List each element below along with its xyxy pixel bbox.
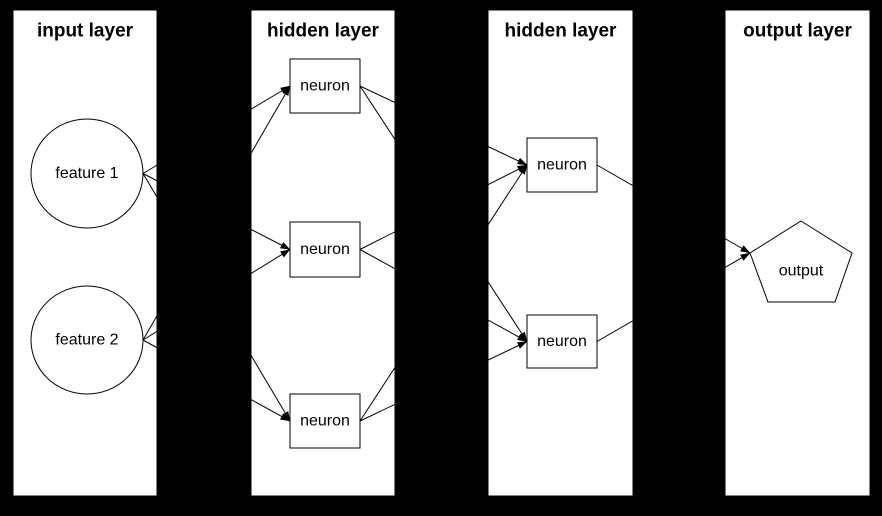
edge-h1n3-h2n2 — [359, 341, 528, 422]
node-label-h1n2: neuron — [300, 241, 350, 258]
edge-feature2-h1n1 — [142, 85, 291, 341]
panel-title-hidden-layer-2: hidden layer — [505, 21, 618, 42]
node-h2n1 — [526, 137, 598, 193]
node-output — [749, 220, 853, 303]
node-label-h1n3: neuron — [300, 413, 350, 430]
panel-title-hidden-layer-1: hidden layer — [267, 21, 380, 42]
edge-h2n1-output — [596, 164, 751, 254]
node-h1n3 — [289, 393, 361, 449]
edge-feature2-h1n3 — [142, 339, 291, 422]
node-h1n1 — [289, 58, 361, 114]
node-h2n2 — [526, 314, 598, 369]
panel-input-layer — [12, 9, 158, 497]
edge-h2n2-output — [596, 252, 751, 342]
node-label-feature1: feature 1 — [55, 165, 118, 182]
node-feature2 — [30, 285, 144, 395]
node-label-h2n2: neuron — [537, 333, 587, 350]
panel-hidden-layer-2 — [487, 9, 634, 497]
edge-feature1-h1n3 — [142, 173, 291, 422]
panel-title-input-layer: input layer — [37, 21, 134, 42]
edge-h1n3-h2n1 — [359, 164, 528, 422]
edge-h1n2-h2n1 — [359, 164, 528, 250]
node-label-h2n1: neuron — [537, 157, 587, 174]
panel-title-output-layer: output layer — [743, 21, 852, 42]
edge-h1n1-h2n2 — [359, 85, 528, 342]
node-label-feature2: feature 2 — [55, 332, 118, 349]
node-label-output: output — [779, 263, 824, 280]
edge-h1n2-h2n2 — [359, 249, 528, 342]
node-label-h1n1: neuron — [300, 78, 350, 95]
edge-h1n1-h2n1 — [359, 85, 528, 166]
edge-feature1-h1n2 — [142, 173, 291, 250]
node-h1n2 — [289, 221, 361, 278]
edge-feature1-h1n1 — [142, 85, 291, 174]
edge-feature2-h1n2 — [142, 249, 291, 341]
node-feature1 — [30, 118, 144, 229]
